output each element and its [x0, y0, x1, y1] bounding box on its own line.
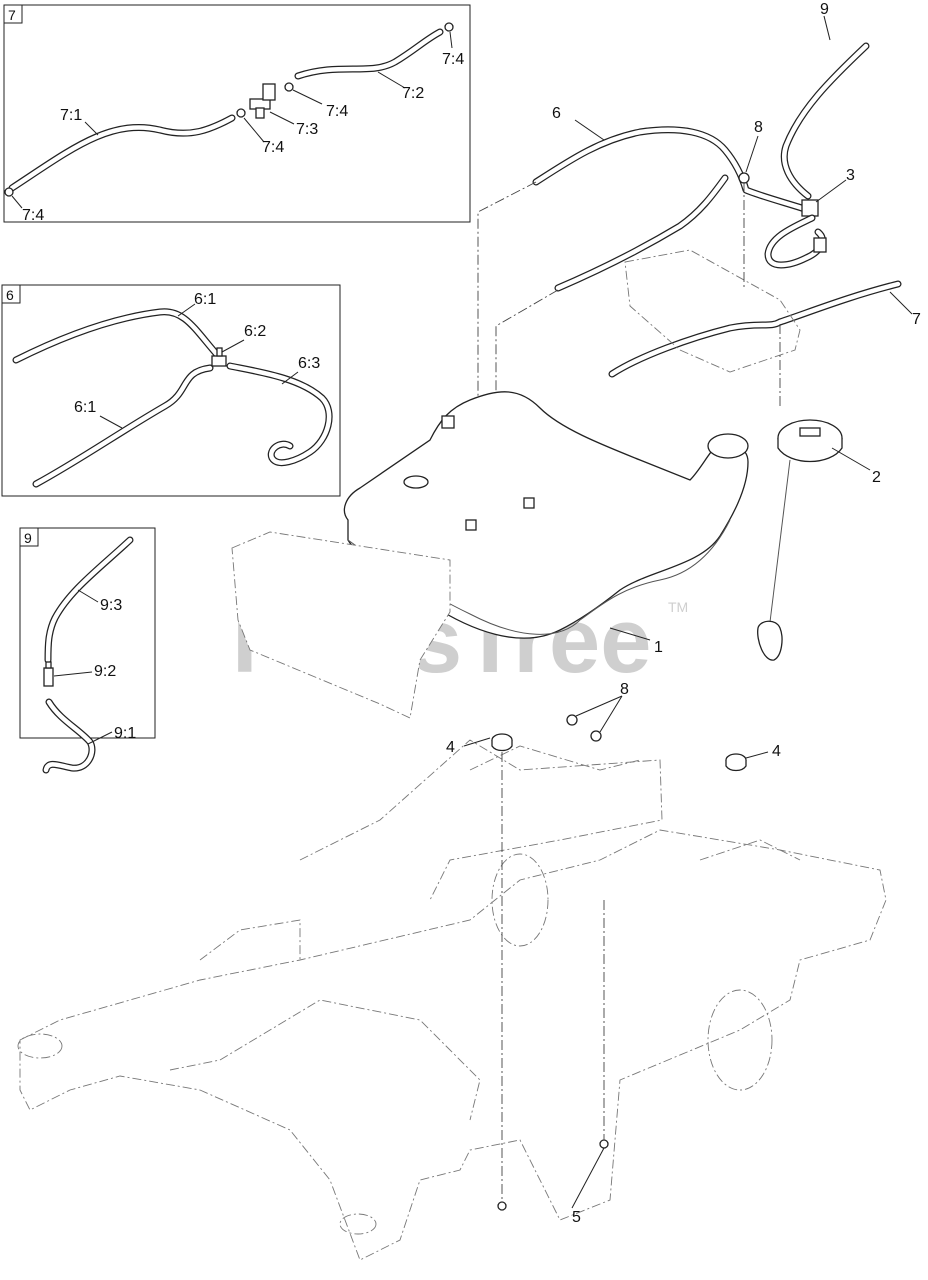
inset-box-7: 7 7:1 7:2 7:3 7:4 7:4 7:4 7:4: [3, 4, 471, 224]
bumper-4-left: [491, 733, 513, 752]
label-6-3: 6:3: [298, 355, 320, 372]
chassis-frame: [17, 739, 887, 1261]
callout-1: 1: [654, 639, 663, 656]
callout-3: 3: [846, 167, 855, 184]
label-9-2: 9:2: [94, 663, 116, 680]
callout-4-left: 4: [446, 739, 455, 756]
clamp-8-lower-b: [590, 730, 602, 742]
inset-box-6-number: 6: [6, 287, 14, 303]
clamp-7-4-d: [444, 22, 454, 32]
label-6-1-upper: 6:1: [194, 291, 216, 308]
callout-8-lower: 8: [620, 681, 629, 698]
callout-9: 9: [820, 1, 829, 18]
callout-6: 6: [552, 105, 561, 122]
label-6-2: 6:2: [244, 323, 266, 340]
nut-5-left: [497, 1201, 507, 1211]
seat-platform: [231, 531, 451, 719]
clamp-8-top: [738, 172, 750, 184]
inset-box-9-number: 9: [24, 530, 32, 546]
watermark-tm: TM: [668, 599, 688, 615]
fuel-cap-2: [757, 419, 843, 661]
clamp-7-4-b: [236, 108, 246, 118]
callout-2: 2: [872, 469, 881, 486]
clamp-7-4-c: [284, 82, 294, 92]
fitting-9-2: [43, 661, 54, 687]
label-9-1: 9:1: [114, 725, 136, 742]
label-6-1-lower: 6:1: [74, 399, 96, 416]
valve-3: [764, 199, 827, 269]
inset-box-9: 9 9:3 9:2 9:1: [19, 527, 156, 774]
tank-support-plate: [624, 249, 801, 373]
label-9-3: 9:3: [100, 597, 122, 614]
label-7-4-right: 7:4: [326, 103, 348, 120]
label-7-1: 7:1: [60, 107, 82, 124]
fuel-hose-6-lower: [554, 174, 729, 292]
callout-7: 7: [912, 311, 921, 328]
clamp-8-lower-a: [566, 714, 578, 726]
label-7-4-top: 7:4: [442, 51, 464, 68]
clamp-7-4-a: [4, 187, 14, 197]
label-7-4-bottom: 7:4: [22, 207, 44, 224]
bumper-4-right: [725, 753, 747, 772]
inset-box-6: 6 6:1 6:1 6:2 6:3: [1, 284, 341, 497]
callout-4-right: 4: [772, 743, 781, 760]
label-7-2: 7:2: [402, 85, 424, 102]
tee-fitting-7-3: [249, 83, 276, 119]
callout-5: 5: [572, 1209, 581, 1226]
nut-5-right: [599, 1139, 609, 1149]
label-7-3: 7:3: [296, 121, 318, 138]
label-7-4-mid: 7:4: [262, 139, 284, 156]
callout-8-top: 8: [754, 119, 763, 136]
inset-box-7-number: 7: [8, 7, 16, 23]
